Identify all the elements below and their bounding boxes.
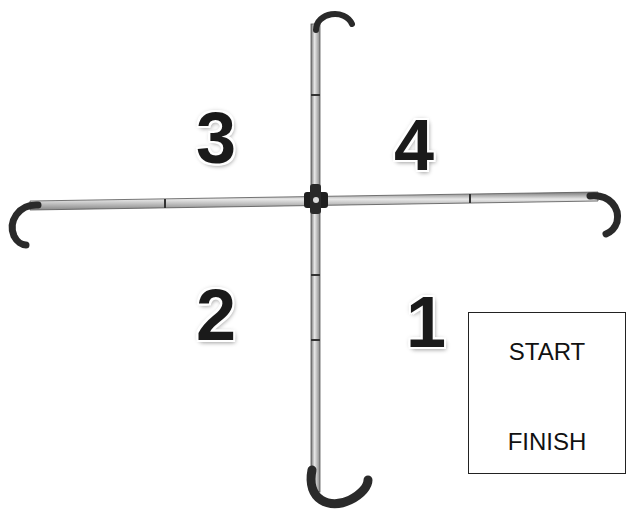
cane-joint [311, 339, 320, 341]
horizontal-cane [12, 192, 617, 245]
vertical-cane [311, 14, 368, 504]
cane-joint [469, 194, 471, 203]
cane-shaft [311, 24, 320, 492]
callout-number: 2 [196, 279, 236, 351]
cane-hook [311, 470, 368, 504]
cane-joint [311, 274, 320, 276]
cane-hook [12, 205, 38, 245]
cane-joint [164, 199, 166, 208]
callout-number: 3 [196, 102, 236, 174]
joint-pin [313, 197, 319, 203]
cane-hook [590, 196, 618, 234]
cross-joint [310, 184, 321, 214]
cane-joint [311, 94, 320, 96]
legend-box: START FINISH [468, 312, 626, 474]
box-text: START [509, 339, 585, 365]
cane-hook [316, 14, 352, 30]
box-text: FINISH [508, 429, 587, 455]
callout-number: 1 [406, 286, 446, 358]
callout-number: 4 [394, 109, 434, 181]
